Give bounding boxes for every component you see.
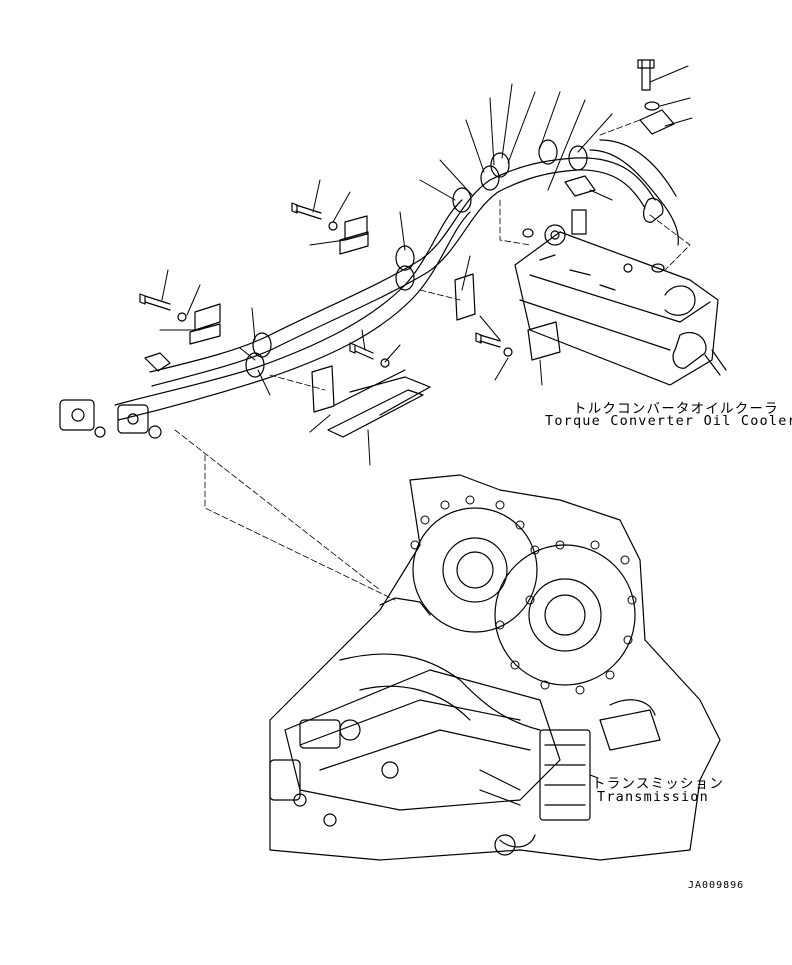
leader-lines <box>159 65 693 466</box>
oil-cooler <box>514 197 727 386</box>
cooler-label-jp: トルクコンバータオイルクーラ <box>573 401 779 417</box>
brackets <box>189 109 675 438</box>
bolts-washers <box>139 59 660 368</box>
reference-lines <box>174 119 691 601</box>
cooler-label-en: Torque Converter Oil Cooler <box>545 413 792 429</box>
hose-lower <box>114 199 471 421</box>
transmission-label-en: Transmission <box>597 789 709 805</box>
clamp-rings <box>245 139 588 378</box>
transmission-label-jp: トランスミッション <box>592 776 725 792</box>
flange-fittings <box>59 352 171 439</box>
hose-cooler-return <box>589 139 679 246</box>
drawing-code: JA009896 <box>688 880 745 891</box>
transmission <box>269 474 721 861</box>
